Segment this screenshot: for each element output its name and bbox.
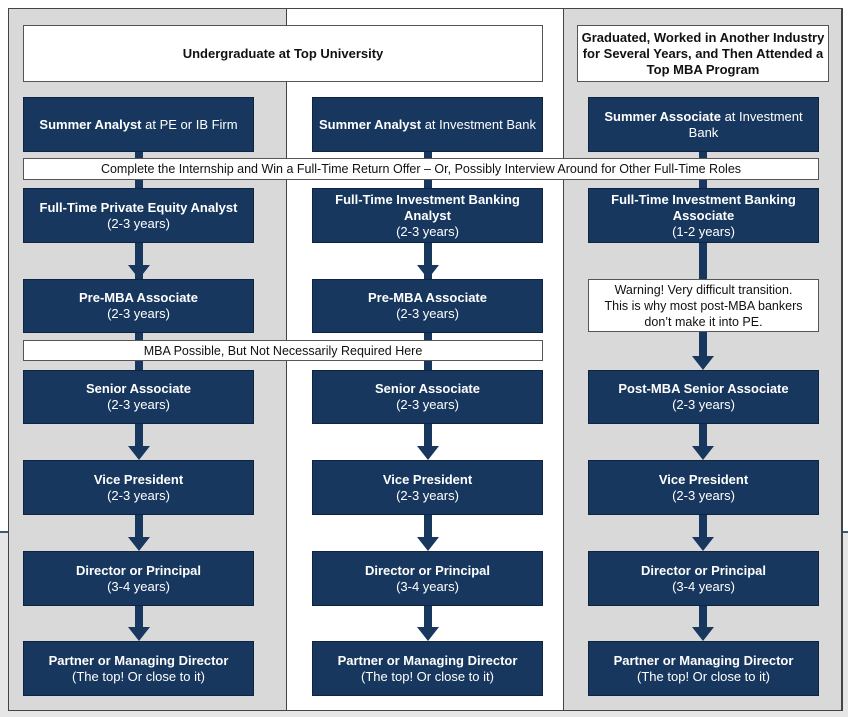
stage-box: Partner or Managing Director (The top! O… bbox=[23, 641, 254, 696]
stage-box: Vice President (2-3 years) bbox=[588, 460, 819, 515]
stage-title: Pre-MBA Associate bbox=[368, 290, 487, 305]
stage-box: Vice President (2-3 years) bbox=[312, 460, 543, 515]
summer-title: Summer Analyst bbox=[318, 116, 422, 132]
stage-duration: (2-3 years) bbox=[107, 215, 170, 231]
stage-duration: (3-4 years) bbox=[672, 578, 735, 594]
stage-duration: (2-3 years) bbox=[672, 397, 735, 412]
header-mba-path: Graduated, Worked in Another Industry fo… bbox=[577, 25, 829, 82]
stage-duration: (2-3 years) bbox=[672, 487, 735, 503]
stage-duration: (The top! Or close to it) bbox=[637, 668, 770, 684]
stage-title: Vice President bbox=[382, 471, 473, 487]
stage-box: Director or Principal (3-4 years) bbox=[23, 551, 254, 606]
down-arrow-icon bbox=[692, 424, 714, 460]
stage-box: Full-Time Investment Banking Analyst (2-… bbox=[312, 188, 543, 243]
down-arrow-icon bbox=[417, 243, 439, 279]
stage-duration: (2-3 years) bbox=[107, 306, 170, 321]
stage-duration: (2-3 years) bbox=[396, 306, 459, 321]
stage-box: Full-Time Private Equity Analyst (2-3 ye… bbox=[23, 188, 254, 243]
stage-title: Senior Associate bbox=[374, 381, 480, 396]
summer-analyst-ib-box: Summer Analyst at Investment Bank bbox=[312, 97, 543, 152]
down-arrow-icon bbox=[128, 606, 150, 641]
summer-detail: at Investment Bank bbox=[421, 116, 536, 132]
stage-box: Partner or Managing Director (The top! O… bbox=[588, 641, 819, 696]
stage-title: Post-MBA Senior Associate bbox=[618, 381, 789, 396]
down-arrow-icon bbox=[417, 333, 439, 340]
stage-title: Vice President bbox=[658, 471, 749, 487]
stage-duration: (3-4 years) bbox=[396, 578, 459, 594]
stage-box: Senior Associate (2-3 years) bbox=[312, 370, 543, 424]
summer-associate-ib-box: Summer Associate at Investment Bank bbox=[588, 97, 819, 152]
header-undergraduate: Undergraduate at Top University bbox=[23, 25, 543, 82]
down-arrow-icon bbox=[692, 606, 714, 641]
stage-box: Full-Time Investment Banking Associate (… bbox=[588, 188, 819, 243]
down-arrow-icon bbox=[692, 515, 714, 551]
stage-duration: (2-3 years) bbox=[107, 487, 170, 503]
summer-detail: at Investment Bank bbox=[688, 108, 803, 140]
summer-analyst-pe-box: Summer Analyst at PE or IB Firm bbox=[23, 97, 254, 152]
stage-duration: (2-3 years) bbox=[396, 487, 459, 503]
stage-title: Director or Principal bbox=[365, 562, 490, 578]
stage-title: Full-Time Investment Banking Associate bbox=[611, 191, 796, 223]
stage-duration: (2-3 years) bbox=[107, 397, 170, 412]
stage-title: Senior Associate bbox=[85, 381, 191, 396]
stage-title: Pre-MBA Associate bbox=[79, 290, 198, 305]
stage-box: Pre-MBA Associate (2-3 years) bbox=[23, 279, 254, 333]
stage-title: Full-Time Investment Banking Analyst bbox=[335, 191, 520, 223]
stage-duration: (2-3 years) bbox=[396, 397, 459, 412]
summer-detail: at PE or IB Firm bbox=[141, 116, 238, 132]
stage-duration: (3-4 years) bbox=[107, 578, 170, 594]
stage-box: Pre-MBA Associate (2-3 years) bbox=[312, 279, 543, 333]
stage-box: Senior Associate (2-3 years) bbox=[23, 370, 254, 424]
stage-duration: (The top! Or close to it) bbox=[72, 668, 205, 684]
down-arrow-icon bbox=[417, 424, 439, 460]
down-arrow-icon bbox=[128, 424, 150, 460]
stage-title: Partner or Managing Director bbox=[337, 652, 518, 668]
stage-box: Director or Principal (3-4 years) bbox=[588, 551, 819, 606]
stage-box: Vice President (2-3 years) bbox=[23, 460, 254, 515]
stage-duration: (2-3 years) bbox=[396, 223, 459, 239]
summer-title: Summer Associate bbox=[604, 108, 721, 124]
stage-title: Partner or Managing Director bbox=[613, 652, 794, 668]
down-arrow-icon bbox=[417, 515, 439, 551]
stage-title: Full-Time Private Equity Analyst bbox=[39, 199, 238, 215]
down-arrow-icon bbox=[128, 333, 150, 340]
stage-box: Post-MBA Senior Associate (2-3 years) bbox=[588, 370, 819, 424]
down-arrow-icon bbox=[417, 606, 439, 641]
stage-title: Director or Principal bbox=[641, 562, 766, 578]
down-arrow-icon bbox=[128, 243, 150, 279]
internship-banner: Complete the Internship and Win a Full-T… bbox=[23, 158, 819, 180]
stage-duration: (1-2 years) bbox=[672, 223, 735, 239]
stage-box: Director or Principal (3-4 years) bbox=[312, 551, 543, 606]
stage-box: Partner or Managing Director (The top! O… bbox=[312, 641, 543, 696]
summer-title: Summer Analyst bbox=[39, 116, 142, 132]
stage-title: Partner or Managing Director bbox=[48, 652, 229, 668]
stage-title: Director or Principal bbox=[76, 562, 201, 578]
connector-stem bbox=[699, 240, 707, 280]
down-arrow-icon bbox=[692, 332, 714, 370]
stage-title: Vice President bbox=[93, 471, 184, 487]
warning-note: Warning! Very difficult transition. This… bbox=[588, 279, 819, 332]
mba-note-banner: MBA Possible, But Not Necessarily Requir… bbox=[23, 340, 543, 361]
stage-duration: (The top! Or close to it) bbox=[361, 668, 494, 684]
down-arrow-icon bbox=[128, 515, 150, 551]
